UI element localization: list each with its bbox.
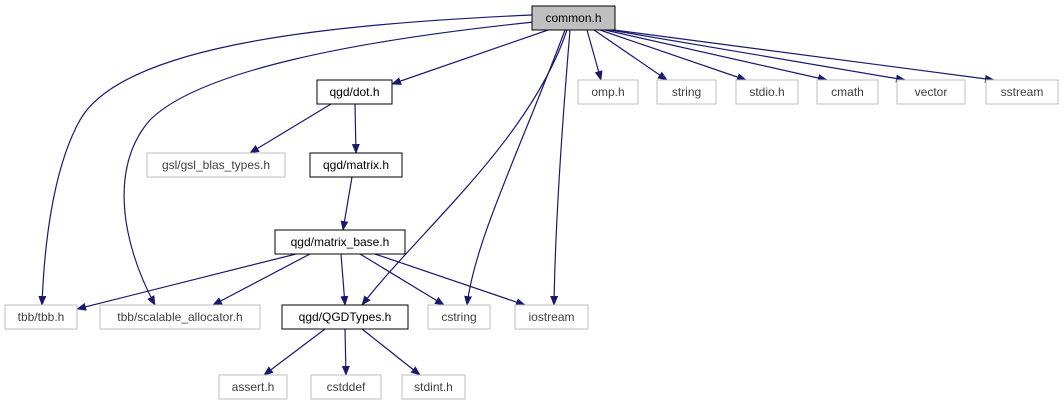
node-box-tbb <box>4 304 78 330</box>
edge-common-to-stdio <box>599 29 747 81</box>
node-matrix_base[interactable]: qgd/matrix_base.h <box>274 229 406 255</box>
node-stdint: stdint.h <box>401 374 466 400</box>
node-label-qgdtypes: qgd/QGDTypes.h <box>299 310 392 324</box>
node-label-dot: qgd/dot.h <box>329 85 379 99</box>
edge-matrix_base-to-iostream <box>374 253 526 306</box>
node-label-cstddef: cstddef <box>327 380 366 394</box>
node-label-stdint: stdint.h <box>414 380 453 394</box>
edge-common-to-string <box>593 29 668 81</box>
edge-matrix_base-to-tbb <box>76 253 297 311</box>
node-box-cmath <box>816 79 879 105</box>
node-box-qgdtypes <box>281 304 409 330</box>
node-box-omp <box>577 79 639 105</box>
node-label-sstream: sstream <box>1001 85 1044 99</box>
node-box-matrix <box>309 152 403 178</box>
edge-common-to-dot <box>391 29 549 85</box>
node-cstring: cstring <box>427 304 491 330</box>
edge-common-to-sstream <box>613 29 995 83</box>
node-label-cmath: cmath <box>831 85 864 99</box>
node-label-stdio: stdio.h <box>749 85 784 99</box>
edge-dot-to-matrix <box>351 103 360 154</box>
edge-qgdtypes-to-cstddef <box>341 328 350 376</box>
edge-qgdtypes-to-stdint <box>361 328 421 376</box>
node-box-scalable <box>99 304 261 330</box>
edge-matrix_base-to-qgdtypes <box>340 253 349 306</box>
node-assert: assert.h <box>218 374 288 400</box>
node-box-cstring <box>427 304 491 330</box>
node-iostream: iostream <box>514 304 589 330</box>
node-box-assert <box>218 374 288 400</box>
node-box-common <box>531 5 616 31</box>
node-gsl: gsl/gsl_blas_types.h <box>146 152 286 178</box>
edge-dot-to-gsl <box>249 103 332 154</box>
node-dot[interactable]: qgd/dot.h <box>316 79 393 105</box>
node-box-string <box>656 79 717 105</box>
edge-matrix_base-to-cstring <box>359 253 445 306</box>
node-box-cstddef <box>310 374 382 400</box>
node-label-matrix: qgd/matrix.h <box>323 158 389 172</box>
node-label-assert: assert.h <box>232 380 275 394</box>
node-box-matrix_base <box>274 229 406 255</box>
node-label-gsl: gsl/gsl_blas_types.h <box>162 158 270 172</box>
node-box-stdint <box>401 374 466 400</box>
edge-common-to-omp <box>586 29 603 81</box>
node-cstddef: cstddef <box>310 374 382 400</box>
node-stdio: stdio.h <box>735 79 799 105</box>
edge-matrix_base-to-scalable <box>212 253 311 306</box>
node-label-string: string <box>672 85 701 99</box>
node-box-sstream <box>985 79 1059 105</box>
edge-common-to-scalable <box>123 21 535 306</box>
node-vector: vector <box>896 79 966 105</box>
node-label-common: common.h <box>545 11 601 25</box>
node-box-iostream <box>514 304 589 330</box>
node-qgdtypes[interactable]: qgd/QGDTypes.h <box>281 304 409 330</box>
node-cmath: cmath <box>816 79 879 105</box>
node-common[interactable]: common.h <box>531 5 616 31</box>
node-label-matrix_base: qgd/matrix_base.h <box>291 235 390 249</box>
node-box-dot <box>316 79 393 105</box>
node-omp: omp.h <box>577 79 639 105</box>
node-scalable: tbb/scalable_allocator.h <box>99 304 261 330</box>
node-label-vector: vector <box>915 85 948 99</box>
node-box-vector <box>896 79 966 105</box>
edge-common-to-iostream <box>550 29 571 306</box>
edge-qgdtypes-to-assert <box>263 328 326 376</box>
node-matrix[interactable]: qgd/matrix.h <box>309 152 403 178</box>
node-tbb: tbb/tbb.h <box>4 304 78 330</box>
edge-common-to-tbb <box>38 14 533 306</box>
node-sstream: sstream <box>985 79 1059 105</box>
node-label-tbb: tbb/tbb.h <box>18 310 65 324</box>
edge-common-to-cstring <box>464 29 566 306</box>
node-box-gsl <box>146 152 286 178</box>
node-label-scalable: tbb/scalable_allocator.h <box>117 310 242 324</box>
node-label-cstring: cstring <box>441 310 476 324</box>
node-box-stdio <box>735 79 799 105</box>
node-label-omp: omp.h <box>591 85 624 99</box>
node-label-iostream: iostream <box>528 310 574 324</box>
node-string: string <box>656 79 717 105</box>
edge-matrix-to-matrix_base <box>340 176 353 231</box>
edge-common-to-cmath <box>604 29 828 82</box>
edge-common-to-vector <box>609 29 906 83</box>
